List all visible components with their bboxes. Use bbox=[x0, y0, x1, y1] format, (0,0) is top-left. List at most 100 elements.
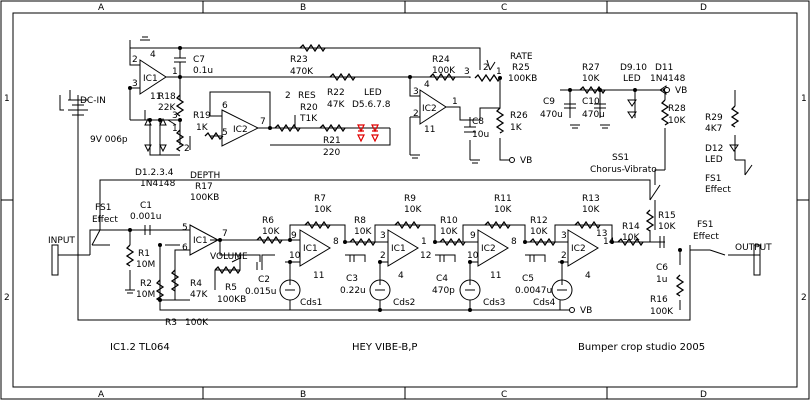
ref-r9: R9 bbox=[404, 194, 416, 204]
ref-c7: C7 bbox=[193, 55, 205, 65]
ref-r8: R8 bbox=[354, 216, 366, 226]
ref-c8: C8 bbox=[472, 117, 484, 127]
val-r5: 100KB bbox=[217, 295, 246, 305]
val-r12: 10K bbox=[530, 227, 548, 237]
col-label-b-bottom: B bbox=[300, 390, 306, 400]
val-r16: 100K bbox=[650, 307, 674, 317]
pin-ic2-mid-5: 5 bbox=[222, 128, 228, 138]
pin-r25-1: 1 bbox=[496, 67, 502, 77]
ref-r25: R25 bbox=[512, 63, 530, 73]
val-r4: 47K bbox=[190, 290, 208, 300]
junction-dots bbox=[128, 46, 682, 312]
ref-r14: R14 bbox=[622, 222, 640, 232]
val-r15: 10K bbox=[658, 222, 676, 232]
row-label-2-right: 2 bbox=[801, 293, 807, 303]
val-r23: 470K bbox=[290, 67, 314, 77]
ref-c3: C3 bbox=[346, 274, 358, 284]
schematic-title: HEY VIBE-B,P bbox=[352, 342, 417, 353]
col-label-a-top: A bbox=[98, 3, 105, 13]
pin-ic2-rate-4: 4 bbox=[424, 80, 430, 90]
ref-r22: R22 bbox=[327, 88, 345, 98]
label-d1234: D1.2.3.4 bbox=[135, 168, 174, 178]
val-c6: 1u bbox=[656, 275, 667, 285]
opamp-symbols bbox=[139, 59, 599, 267]
label-led-top: LED bbox=[364, 88, 382, 98]
ref-r3: R3 bbox=[165, 318, 177, 328]
label-cds4: Cds4 bbox=[533, 298, 556, 308]
val-r21: 220 bbox=[323, 148, 340, 158]
pin-s4-4: 4 bbox=[585, 271, 591, 281]
pin-r25-2: 2 bbox=[483, 63, 489, 73]
row-label-2-left: 2 bbox=[4, 293, 10, 303]
val-r9: 10K bbox=[404, 205, 422, 215]
label-res: RES bbox=[298, 91, 316, 101]
pin-ic2-rate-3: 3 bbox=[413, 87, 419, 97]
ref-r15: R15 bbox=[658, 211, 676, 221]
pin-s3-10: 10 bbox=[467, 251, 479, 261]
val-c5: 0.0047u bbox=[515, 286, 552, 296]
pin-ic1-top-2: 2 bbox=[132, 55, 138, 65]
val-r6: 10K bbox=[262, 227, 280, 237]
val-r26: 1K bbox=[510, 123, 523, 133]
ref-r19: R19 bbox=[193, 111, 211, 121]
label-d910-sub: LED bbox=[623, 74, 641, 84]
ref-r28: R28 bbox=[668, 104, 686, 114]
col-label-c-top: C bbox=[501, 3, 507, 13]
pin-s4-14: 14 bbox=[603, 237, 615, 247]
ref-r6: R6 bbox=[262, 216, 274, 226]
ref-r24: R24 bbox=[432, 55, 450, 65]
label-ic1-in: IC1 bbox=[193, 236, 208, 246]
pin-s1-10: 10 bbox=[289, 251, 301, 261]
val-c3: 0.22u bbox=[340, 286, 366, 296]
terminals bbox=[509, 87, 670, 313]
ref-r16: R16 bbox=[650, 295, 668, 305]
pin-s1-11: 11 bbox=[313, 271, 324, 281]
ref-c5: C5 bbox=[522, 274, 534, 284]
label-ic2-mid: IC2 bbox=[233, 125, 248, 135]
val-c9: 470u bbox=[540, 110, 563, 120]
part-labels: DC-IN 9V 006p INPUT OUTPUT FS1 Effect FS… bbox=[48, 52, 772, 316]
label-fs1-far: FS1 bbox=[705, 174, 721, 184]
label-dcin: DC-IN bbox=[80, 96, 106, 106]
label-vb-rate: VB bbox=[520, 156, 532, 166]
ref-c4: C4 bbox=[436, 274, 448, 284]
pin-ic1-top-4: 4 bbox=[150, 50, 156, 60]
grid-labels: A B C D A B C D 1 2 1 2 bbox=[4, 3, 807, 400]
label-vb-power: VB bbox=[675, 86, 687, 96]
label-ss1: SS1 bbox=[612, 153, 629, 163]
ref-r23: R23 bbox=[290, 55, 308, 65]
pin-ic1-in-5: 5 bbox=[182, 223, 188, 233]
val-r27: 10K bbox=[582, 74, 600, 84]
val-r24: 100K bbox=[432, 66, 456, 76]
label-fs1-right-sub: Effect bbox=[693, 232, 719, 242]
component-refs: C7 0.1u R23 470K R24 100K R25 100KB R26 … bbox=[130, 55, 723, 328]
label-d11: D11 bbox=[655, 63, 673, 73]
device-symbols bbox=[51, 36, 761, 301]
pin-ic1-in-6: 6 bbox=[182, 243, 188, 253]
pin-s4-3: 3 bbox=[561, 231, 567, 241]
ref-r5: R5 bbox=[225, 283, 237, 293]
val-r7: 10K bbox=[314, 205, 332, 215]
label-ic1-top: IC1 bbox=[143, 74, 158, 84]
label-ic1-s1: IC1 bbox=[303, 244, 318, 254]
val-r25: 100KB bbox=[508, 74, 537, 84]
pin-ic2-rate-1: 1 bbox=[452, 97, 458, 107]
ic-note: IC1.2 TL064 bbox=[110, 342, 170, 353]
label-cds1: Cds1 bbox=[300, 298, 322, 308]
pin-ic1-in-12: 12 bbox=[420, 251, 431, 261]
capacitor-symbols bbox=[144, 57, 665, 270]
pin-ic1-in-7: 7 bbox=[222, 229, 228, 239]
val-r28: 10K bbox=[668, 116, 686, 126]
pin-s2-2: 2 bbox=[380, 251, 386, 261]
val-r11: 10K bbox=[494, 205, 512, 215]
label-depth: DEPTH bbox=[190, 171, 220, 181]
pin-s2-3: 3 bbox=[380, 231, 386, 241]
ref-r20: R20 bbox=[300, 103, 318, 113]
ref-r2: R2 bbox=[140, 279, 152, 289]
val-r17: 100KB bbox=[190, 193, 219, 203]
pin-s2-1: 1 bbox=[421, 237, 427, 247]
ref-r12: R12 bbox=[530, 216, 548, 226]
val-r2: 10M bbox=[136, 290, 155, 300]
label-ss1-sub: Chorus-Vibrato bbox=[590, 165, 657, 175]
ref-r1: R1 bbox=[138, 249, 150, 259]
